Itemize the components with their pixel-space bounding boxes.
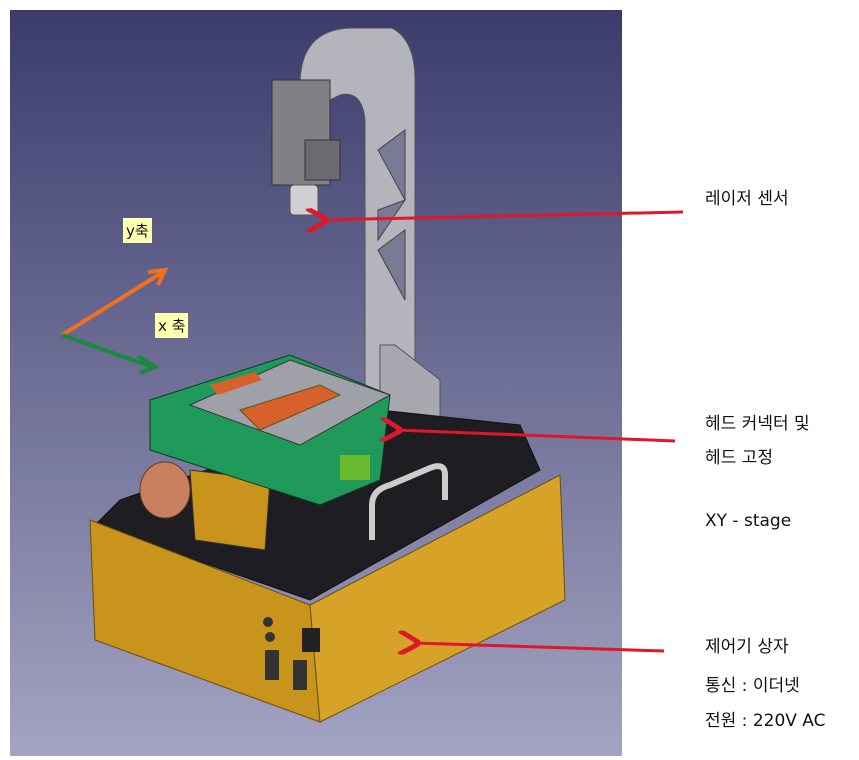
y-axis-arrow: [60, 270, 165, 337]
xy-stage-label: XY - stage: [705, 511, 792, 531]
x-axis-label: x 축: [155, 313, 189, 338]
laser-sensor-arrow: [322, 212, 684, 220]
axis-indicator: [60, 267, 169, 375]
xy-stage: [139, 354, 392, 551]
x-axis-arrow: [61, 333, 154, 369]
comm-label: 통신 : 이더넷: [705, 676, 800, 696]
control-box-side: [309, 474, 566, 723]
control-box-arrow: [414, 643, 665, 651]
laser-sensor: [271, 79, 341, 216]
control-box-label: 제어기 상자: [705, 637, 789, 657]
y-axis-label: y축: [123, 218, 152, 243]
head-arrow: [396, 430, 676, 443]
handle: [369, 463, 448, 540]
head-label-line2: 헤드 고정: [705, 448, 773, 468]
control-panel: [263, 617, 320, 690]
laser-sensor-label: 레이저 센서: [705, 189, 789, 209]
head-label-line1: 헤드 커넥터 및: [705, 414, 810, 434]
sensor-column: [299, 27, 441, 426]
power-label: 전원 : 220V AC: [705, 711, 826, 731]
